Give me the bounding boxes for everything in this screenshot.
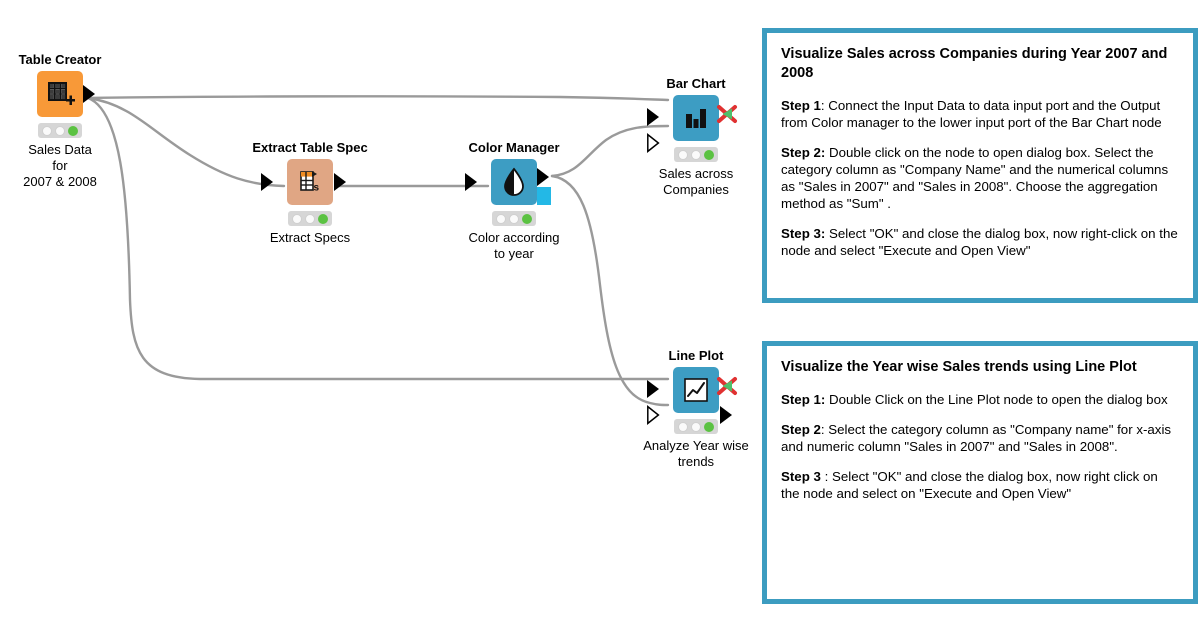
annotation-bar-chart-step-2: Step 2: Double click on the node to open… bbox=[781, 144, 1179, 212]
color-output-tab-icon bbox=[537, 187, 551, 205]
interactive-view-flag-icon bbox=[717, 377, 737, 395]
step-label: Step 2 bbox=[781, 422, 821, 437]
annotation-bar-chart-step-1: Step 1: Connect the Input Data to data i… bbox=[781, 97, 1179, 131]
node-body-line-plot[interactable] bbox=[636, 367, 756, 425]
status-led-bar-line-plot bbox=[674, 419, 718, 434]
status-led-executed bbox=[317, 213, 328, 224]
node-title-extract-table-spec: Extract Table Spec bbox=[252, 140, 368, 155]
step-label: Step 2: bbox=[781, 145, 826, 160]
port-in-color-bar-chart[interactable] bbox=[647, 133, 661, 153]
annotation-bar-chart-body: Visualize Sales across Companies during … bbox=[767, 33, 1193, 298]
node-color-manager[interactable]: Color Manager Color accordi bbox=[454, 140, 574, 262]
annotation-bar-chart-step-3: Step 3: Select "OK" and close the dialog… bbox=[781, 225, 1179, 259]
step-text: : Select the category column as "Company… bbox=[781, 422, 1172, 454]
status-led-bar-table-creator bbox=[38, 123, 82, 138]
annotation-bar-chart[interactable]: Visualize Sales across Companies during … bbox=[762, 28, 1198, 303]
port-in-data-bar-chart[interactable] bbox=[647, 107, 661, 127]
node-body-color-manager[interactable] bbox=[454, 159, 574, 205]
wire-tablecreator-to-lineplot bbox=[86, 96, 670, 381]
status-led-executed bbox=[67, 125, 78, 136]
step-label: Step 1 bbox=[781, 98, 821, 113]
node-line-plot[interactable]: Line Plot bbox=[636, 348, 756, 470]
color-droplet-icon bbox=[491, 159, 537, 205]
port-in-color-line-plot[interactable] bbox=[647, 405, 661, 425]
port-out-color-manager[interactable] bbox=[537, 167, 551, 187]
node-label-color-manager: Color according to year bbox=[468, 230, 560, 261]
node-title-line-plot: Line Plot bbox=[668, 348, 724, 363]
node-body-table-creator[interactable] bbox=[0, 71, 120, 117]
annotation-bar-chart-title: Visualize Sales across Companies during … bbox=[781, 46, 1168, 81]
step-text: Double click on the node to open dialog … bbox=[781, 145, 1169, 211]
status-led-idle bbox=[496, 213, 507, 224]
status-led-idle bbox=[678, 421, 689, 432]
annotation-line-plot-step-1: Step 1: Double Click on the Line Plot no… bbox=[781, 391, 1179, 408]
table-spec-icon: s bbox=[287, 159, 333, 205]
status-led-idle bbox=[678, 149, 689, 160]
port-out-extract-table-spec[interactable] bbox=[334, 172, 348, 192]
node-title-bar-chart: Bar Chart bbox=[666, 76, 726, 91]
annotation-line-plot[interactable]: Visualize the Year wise Sales trends usi… bbox=[762, 341, 1198, 604]
step-text: : Select "OK" and close the dialog box, … bbox=[781, 469, 1158, 501]
status-led-bar-extract-table-spec bbox=[288, 211, 332, 226]
annotation-line-plot-title: Visualize the Year wise Sales trends usi… bbox=[781, 359, 1137, 375]
status-led-idle bbox=[42, 125, 53, 136]
node-label-line-plot: Analyze Year wise trends bbox=[643, 438, 749, 469]
svg-text:s: s bbox=[314, 183, 320, 194]
node-extract-table-spec[interactable]: Extract Table Spec s bbox=[250, 140, 370, 246]
status-led-configured bbox=[690, 421, 701, 432]
step-label: Step 3 bbox=[781, 469, 821, 484]
status-led-bar-color-manager bbox=[492, 211, 536, 226]
step-label: Step 1: bbox=[781, 392, 826, 407]
status-led-executed bbox=[703, 149, 714, 160]
node-title-color-manager: Color Manager bbox=[468, 140, 560, 155]
interactive-view-flag-icon bbox=[717, 105, 737, 123]
step-label: Step 3: bbox=[781, 226, 826, 241]
node-body-extract-table-spec[interactable]: s bbox=[250, 159, 370, 205]
bar-chart-icon bbox=[673, 95, 719, 141]
status-led-executed bbox=[521, 213, 532, 224]
port-in-extract-table-spec[interactable] bbox=[261, 172, 275, 192]
port-in-data-line-plot[interactable] bbox=[647, 379, 661, 399]
step-text: Double Click on the Line Plot node to op… bbox=[825, 392, 1168, 407]
wire-tablecreator-to-barchart bbox=[86, 95, 670, 102]
annotation-line-plot-step-3: Step 3 : Select "OK" and close the dialo… bbox=[781, 468, 1179, 502]
node-bar-chart[interactable]: Bar Chart bbox=[636, 76, 756, 198]
node-body-bar-chart[interactable] bbox=[636, 95, 756, 153]
table-grid-plus-icon bbox=[37, 71, 83, 117]
status-led-executed bbox=[703, 421, 714, 432]
status-led-configured bbox=[508, 213, 519, 224]
node-label-bar-chart: Sales across Companies bbox=[658, 166, 734, 197]
status-led-configured bbox=[304, 213, 315, 224]
node-table-creator[interactable]: Table Creator bbox=[0, 52, 120, 190]
annotation-line-plot-step-2: Step 2: Select the category column as "C… bbox=[781, 421, 1179, 455]
node-title-table-creator: Table Creator bbox=[18, 52, 102, 67]
status-led-configured bbox=[54, 125, 65, 136]
step-text: : Connect the Input Data to data input p… bbox=[781, 98, 1162, 130]
annotation-line-plot-body: Visualize the Year wise Sales trends usi… bbox=[767, 346, 1193, 599]
status-led-idle bbox=[292, 213, 303, 224]
status-led-configured bbox=[690, 149, 701, 160]
node-label-extract-table-spec: Extract Specs bbox=[269, 230, 351, 245]
port-out-line-plot[interactable] bbox=[720, 405, 734, 425]
line-plot-icon bbox=[673, 367, 719, 413]
step-text: Select "OK" and close the dialog box, no… bbox=[781, 226, 1178, 258]
status-led-bar-bar-chart bbox=[674, 147, 718, 162]
node-label-table-creator: Sales Data for 2007 & 2008 bbox=[23, 142, 97, 189]
port-in-color-manager[interactable] bbox=[465, 172, 479, 192]
port-out-table-creator[interactable] bbox=[83, 84, 97, 104]
